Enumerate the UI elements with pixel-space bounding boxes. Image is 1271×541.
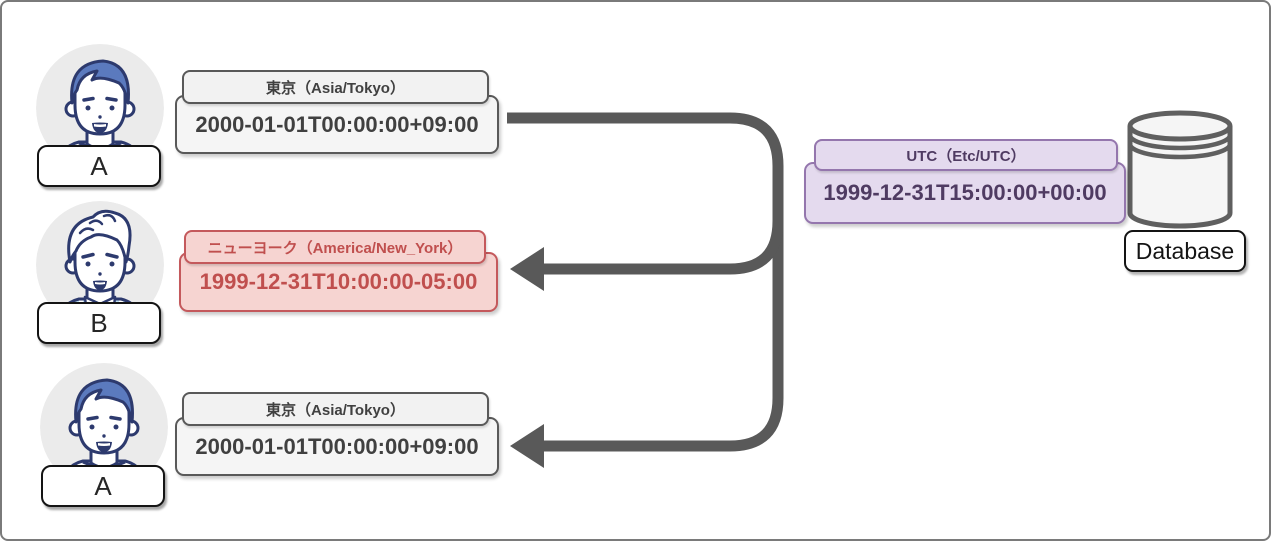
timestamp-box-utc-stored: 1999-12-31T15:00:00+00:00 UTC（Etc/UTC） — [804, 139, 1126, 224]
timezone-label: 東京（Asia/Tokyo） — [182, 392, 489, 426]
database-cylinder-icon — [1127, 110, 1233, 229]
actor-name-label: A — [94, 470, 112, 501]
arrow-store-path — [507, 112, 784, 452]
timezone-label: 東京（Asia/Tokyo） — [182, 70, 489, 104]
actor-b-middle: B — [35, 200, 167, 344]
actor-name-label: A — [90, 150, 108, 181]
database-label-badge: Database — [1124, 230, 1246, 272]
actor-name-label: B — [90, 307, 108, 338]
arrowhead-to-tokyo-icon — [510, 424, 544, 468]
arrowhead-to-newyork-icon — [510, 247, 544, 291]
actor-a-bottom: A — [39, 362, 171, 507]
actor-name-badge: A — [41, 465, 165, 507]
timezone-label: UTC（Etc/UTC） — [814, 139, 1118, 171]
database-label: Database — [1135, 237, 1235, 264]
actor-name-badge: B — [37, 302, 161, 344]
timestamp-box-tokyo-output: 2000-01-01T00:00:00+09:00 東京（Asia/Tokyo） — [175, 392, 499, 476]
arrow-branch-path — [544, 220, 784, 275]
timestamp-box-tokyo-input: 2000-01-01T00:00:00+09:00 東京（Asia/Tokyo） — [175, 70, 499, 154]
timestamp-box-newyork-output: 1999-12-31T10:00:00-05:00 ニューヨーク（America… — [179, 230, 498, 312]
timestamp-value: 2000-01-01T00:00:00+09:00 — [175, 95, 499, 154]
timezone-label: ニューヨーク（America/New_York） — [184, 230, 486, 264]
actor-name-badge: A — [37, 145, 161, 187]
actor-a-top: A — [35, 43, 167, 187]
timestamp-value: 1999-12-31T15:00:00+00:00 — [804, 162, 1126, 224]
